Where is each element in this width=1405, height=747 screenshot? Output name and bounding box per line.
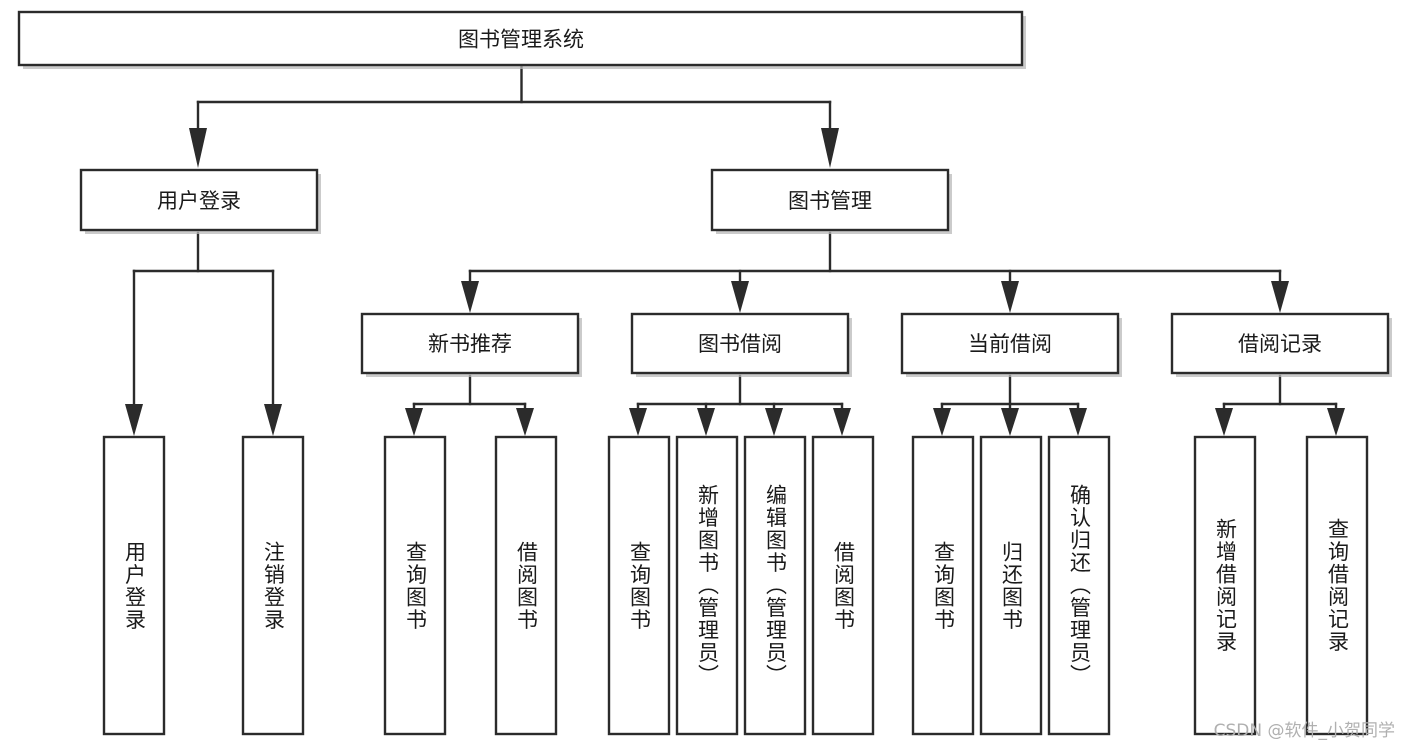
- leaf-confirm-return-label-wrap: 确认归还（管理员）: [1067, 484, 1092, 687]
- leaf-query-book-3-label-wrap: 查询图书: [931, 540, 956, 631]
- book-borrow-box: [630, 312, 850, 375]
- leaf-add-book-box: [675, 435, 739, 736]
- leaf-query-record-label: 查询借阅记录: [1325, 518, 1350, 653]
- book-manage-label: 图书管理: [788, 189, 872, 213]
- arrow-head-leaf-user-login: [125, 404, 143, 436]
- root-box: [17, 10, 1024, 67]
- leaf-query-book-1-label: 查询图书: [403, 540, 428, 631]
- book-borrow-label: 图书借阅: [698, 332, 782, 356]
- node-leaf-confirm-return[interactable]: 确认归还（管理员）: [1047, 435, 1111, 736]
- leaf-user-login-label-wrap: 用户登录: [122, 540, 147, 631]
- arrow-head-new-book-rec: [461, 281, 479, 313]
- leaf-query-book-1-label-wrap: 查询图书: [403, 540, 428, 631]
- node-leaf-return-book[interactable]: 归还图书: [979, 435, 1043, 736]
- borrow-record-box: [1170, 312, 1390, 375]
- leaf-edit-book-label-wrap: 编辑图书（管理员）: [763, 484, 788, 687]
- edges-layer: [125, 64, 1345, 436]
- current-borrow-label: 当前借阅: [968, 332, 1052, 356]
- leaf-query-record-box: [1305, 435, 1369, 736]
- leaf-add-book-label-wrap: 新增图书（管理员）: [695, 484, 720, 687]
- user-login-label: 用户登录: [157, 189, 241, 213]
- node-book-manage[interactable]: 图书管理: [710, 168, 952, 234]
- arrow-head-current-borrow: [1001, 281, 1019, 313]
- arrow-head-leaf-add-book: [697, 408, 715, 436]
- leaf-confirm-return-box: [1047, 435, 1111, 736]
- leaf-logout-label: 注销登录: [261, 540, 286, 631]
- leaf-logout-box: [241, 435, 305, 736]
- root-label: 图书管理系统: [458, 28, 584, 52]
- leaf-add-record-box: [1193, 435, 1257, 736]
- leaf-borrow-book-1-label-wrap: 借阅图书: [514, 540, 539, 631]
- leaf-edit-book-box: [743, 435, 807, 736]
- arrow-head-leaf-query-book-1: [405, 408, 423, 436]
- leaf-query-book-2-label-wrap: 查询图书: [627, 540, 652, 631]
- user-login-box: [79, 168, 319, 232]
- arrow-head-leaf-borrow-book-2: [833, 408, 851, 436]
- leaf-user-login-label: 用户登录: [122, 540, 147, 631]
- book-manage-box: [710, 168, 950, 232]
- borrow-record-label: 借阅记录: [1238, 332, 1322, 356]
- leaf-borrow-book-2-box: [811, 435, 875, 736]
- arrow-head-leaf-borrow-book-1: [516, 408, 534, 436]
- node-leaf-add-record[interactable]: 新增借阅记录: [1193, 435, 1257, 736]
- arrow-head-borrow-record: [1271, 281, 1289, 313]
- leaf-query-book-2-label: 查询图书: [627, 540, 652, 631]
- arrow-head-leaf-confirm-return: [1069, 408, 1087, 436]
- arrow-head-leaf-add-record: [1215, 408, 1233, 436]
- new-book-rec-label: 新书推荐: [428, 332, 512, 356]
- new-book-rec-box: [360, 312, 580, 375]
- leaf-return-book-label: 归还图书: [999, 540, 1024, 631]
- node-leaf-edit-book[interactable]: 编辑图书（管理员）: [743, 435, 807, 736]
- arrow-head-leaf-query-book-2: [629, 408, 647, 436]
- leaf-borrow-book-1-box: [494, 435, 558, 736]
- leaf-add-record-label-wrap: 新增借阅记录: [1213, 518, 1238, 653]
- arrow-head-leaf-edit-book: [765, 408, 783, 436]
- node-leaf-query-book-1[interactable]: 查询图书: [383, 435, 447, 736]
- leaf-query-book-3-box: [911, 435, 975, 736]
- node-leaf-logout[interactable]: 注销登录: [241, 435, 305, 736]
- leaf-query-book-1-box: [383, 435, 447, 736]
- node-leaf-user-login[interactable]: 用户登录: [102, 435, 166, 736]
- node-leaf-borrow-book-2[interactable]: 借阅图书: [811, 435, 875, 736]
- leaf-edit-book-label: 编辑图书（管理员）: [763, 484, 788, 687]
- node-leaf-query-book-2[interactable]: 查询图书: [607, 435, 671, 736]
- node-leaf-add-book[interactable]: 新增图书（管理员）: [675, 435, 739, 736]
- leaf-add-book-label: 新增图书（管理员）: [695, 484, 720, 687]
- node-user-login[interactable]: 用户登录: [79, 168, 321, 234]
- leaf-borrow-book-1-label: 借阅图书: [514, 540, 539, 631]
- arrow-head-user-login: [189, 128, 207, 168]
- leaf-add-record-label: 新增借阅记录: [1213, 518, 1238, 653]
- leaf-query-book-2-box: [607, 435, 671, 736]
- leaf-query-record-label-wrap: 查询借阅记录: [1325, 518, 1350, 653]
- leaf-borrow-book-2-label: 借阅图书: [831, 540, 856, 631]
- node-leaf-query-book-3[interactable]: 查询图书: [911, 435, 975, 736]
- leaf-return-book-box: [979, 435, 1043, 736]
- leaf-user-login-box: [102, 435, 166, 736]
- node-leaf-borrow-book-1[interactable]: 借阅图书: [494, 435, 558, 736]
- node-root[interactable]: 图书管理系统: [17, 10, 1026, 69]
- node-leaf-query-record[interactable]: 查询借阅记录: [1305, 435, 1369, 736]
- node-current-borrow[interactable]: 当前借阅: [900, 312, 1122, 377]
- current-borrow-box: [900, 312, 1120, 375]
- arrow-head-book-borrow: [731, 281, 749, 313]
- arrow-head-leaf-logout: [264, 404, 282, 436]
- leaf-confirm-return-label: 确认归还（管理员）: [1067, 484, 1092, 687]
- arrow-head-leaf-query-book-3: [933, 408, 951, 436]
- leaf-borrow-book-2-label-wrap: 借阅图书: [831, 540, 856, 631]
- node-new-book-rec[interactable]: 新书推荐: [360, 312, 582, 377]
- arrow-head-book-manage: [821, 128, 839, 168]
- arrow-head-leaf-query-record: [1327, 408, 1345, 436]
- node-borrow-record[interactable]: 借阅记录: [1170, 312, 1392, 377]
- leaf-return-book-label-wrap: 归还图书: [999, 540, 1024, 631]
- leaf-logout-label-wrap: 注销登录: [261, 540, 286, 631]
- leaf-query-book-3-label: 查询图书: [931, 540, 956, 631]
- node-book-borrow[interactable]: 图书借阅: [630, 312, 852, 377]
- arrow-head-leaf-return-book: [1001, 408, 1019, 436]
